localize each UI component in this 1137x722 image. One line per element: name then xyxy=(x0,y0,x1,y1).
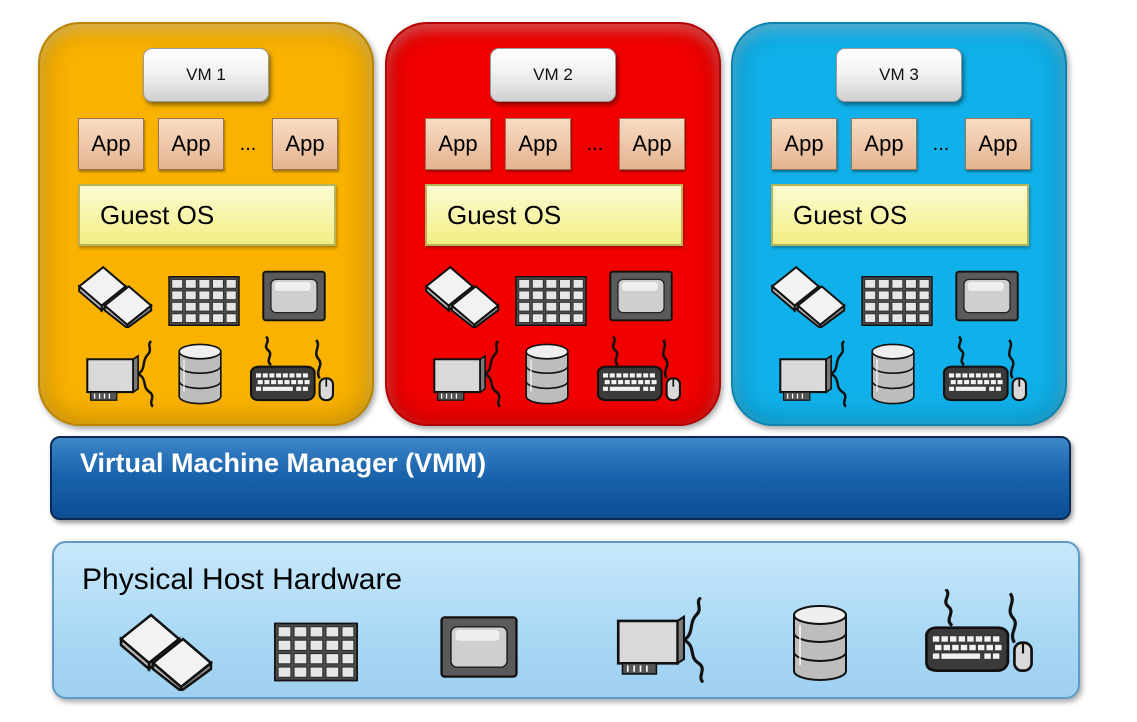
app-box: App xyxy=(619,118,685,170)
display-icon xyxy=(440,613,518,681)
app-box: App xyxy=(272,118,338,170)
keyboard-icon xyxy=(939,336,1031,404)
display-icon xyxy=(262,268,326,324)
display-icon xyxy=(955,268,1019,324)
vm-box-1: VM 1 App App ... App Guest OS xyxy=(38,22,374,426)
app-ellipsis: ... xyxy=(932,133,950,155)
vmm-layer: Virtual Machine Manager (VMM) xyxy=(50,436,1071,520)
network-icon xyxy=(614,597,720,683)
app-ellipsis: ... xyxy=(586,133,604,155)
vm-label: VM 1 xyxy=(143,48,269,102)
host-hardware-layer: Physical Host Hardware xyxy=(52,541,1080,699)
guest-os-box: Guest OS xyxy=(771,184,1029,246)
network-icon xyxy=(84,340,166,408)
app-box: App xyxy=(78,118,144,170)
keyboard-icon xyxy=(920,589,1038,675)
disk-icon xyxy=(523,342,571,406)
disk-icon xyxy=(790,603,850,683)
memory-icon xyxy=(168,276,240,326)
display-icon xyxy=(609,268,673,324)
host-title: Physical Host Hardware xyxy=(82,563,403,596)
memory-icon xyxy=(274,621,358,683)
vm-box-2: VM 2 App App ... App Guest OS xyxy=(385,22,721,426)
app-box: App xyxy=(505,118,571,170)
guest-os-box: Guest OS xyxy=(78,184,336,246)
vm-label: VM 3 xyxy=(836,48,962,102)
cpu-icon xyxy=(112,611,222,691)
memory-icon xyxy=(861,276,933,326)
app-box: App xyxy=(425,118,491,170)
cpu-icon xyxy=(76,264,156,328)
keyboard-icon xyxy=(246,336,338,404)
app-box: App xyxy=(158,118,224,170)
guest-os-box: Guest OS xyxy=(425,184,683,246)
app-ellipsis: ... xyxy=(239,133,257,155)
vm-box-3: VM 3 App App ... App Guest OS xyxy=(731,22,1067,426)
disk-icon xyxy=(869,342,917,406)
app-box: App xyxy=(965,118,1031,170)
memory-icon xyxy=(515,276,587,326)
app-box: App xyxy=(771,118,837,170)
network-icon xyxy=(431,340,513,408)
vm-label: VM 2 xyxy=(490,48,616,102)
cpu-icon xyxy=(769,264,849,328)
vmm-title: Virtual Machine Manager (VMM) xyxy=(80,448,487,478)
network-icon xyxy=(777,340,859,408)
keyboard-icon xyxy=(593,336,685,404)
cpu-icon xyxy=(423,264,503,328)
app-box: App xyxy=(851,118,917,170)
disk-icon xyxy=(176,342,224,406)
